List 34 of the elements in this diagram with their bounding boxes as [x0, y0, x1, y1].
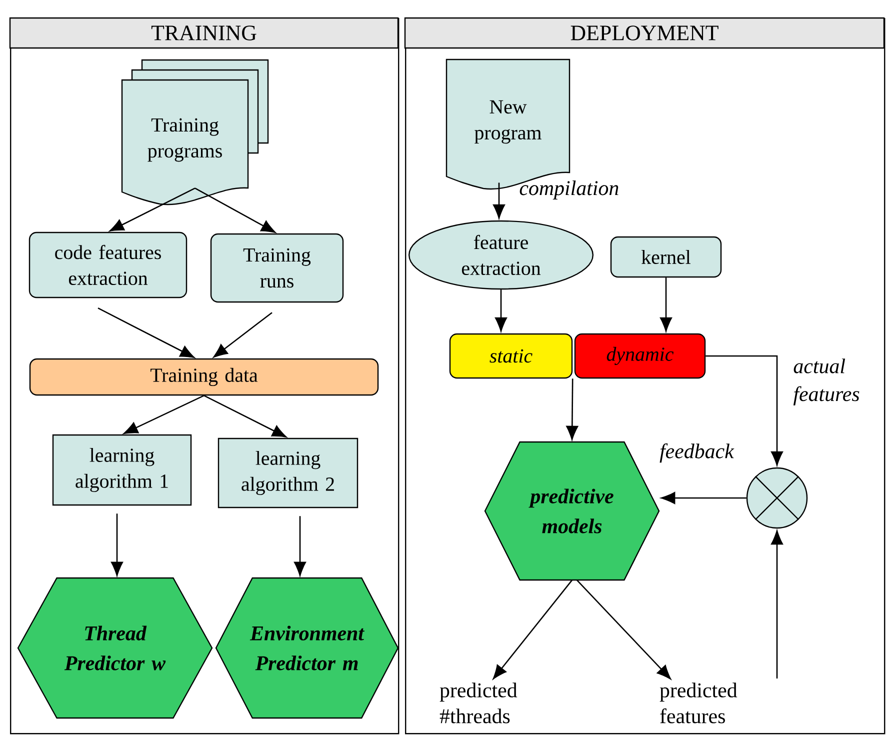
process-box: kernel	[610, 236, 722, 278]
arrow	[493, 182, 505, 219]
arrow	[660, 278, 672, 332]
edge-label: actual features	[793, 358, 860, 406]
output-text: predicted features	[660, 682, 738, 724]
process-box: static	[449, 333, 573, 379]
hexagon: Environment Predictor m	[215, 577, 399, 719]
arrow	[566, 378, 578, 440]
arrow	[661, 492, 746, 504]
hexagon: Thread Predictor w	[17, 577, 213, 719]
arrow	[204, 395, 286, 438]
process-box: learning algorithm 2	[218, 438, 358, 508]
arrow	[213, 312, 272, 358]
arrow	[576, 580, 671, 680]
process-box: learning algorithm 1	[52, 434, 192, 506]
process-box: dynamic	[574, 333, 706, 379]
arrow	[111, 514, 123, 576]
arrow	[495, 290, 507, 332]
edge-label: feedback	[660, 443, 734, 463]
arrow	[98, 308, 194, 358]
arrow	[706, 355, 783, 466]
process-box: Training runs	[210, 233, 344, 303]
process-box: code features extraction	[28, 232, 188, 298]
document-stack: Training programs	[121, 59, 269, 206]
data-bar: Training data	[29, 358, 379, 396]
output-text: predicted #threads	[440, 682, 518, 724]
arrow	[194, 188, 276, 233]
arrow	[124, 395, 204, 434]
arrow	[294, 516, 306, 576]
arrow	[110, 188, 196, 232]
arrow	[492, 580, 573, 680]
hexagon: predictive models	[484, 441, 660, 581]
arrow	[771, 530, 783, 678]
summing-junction	[746, 467, 808, 529]
